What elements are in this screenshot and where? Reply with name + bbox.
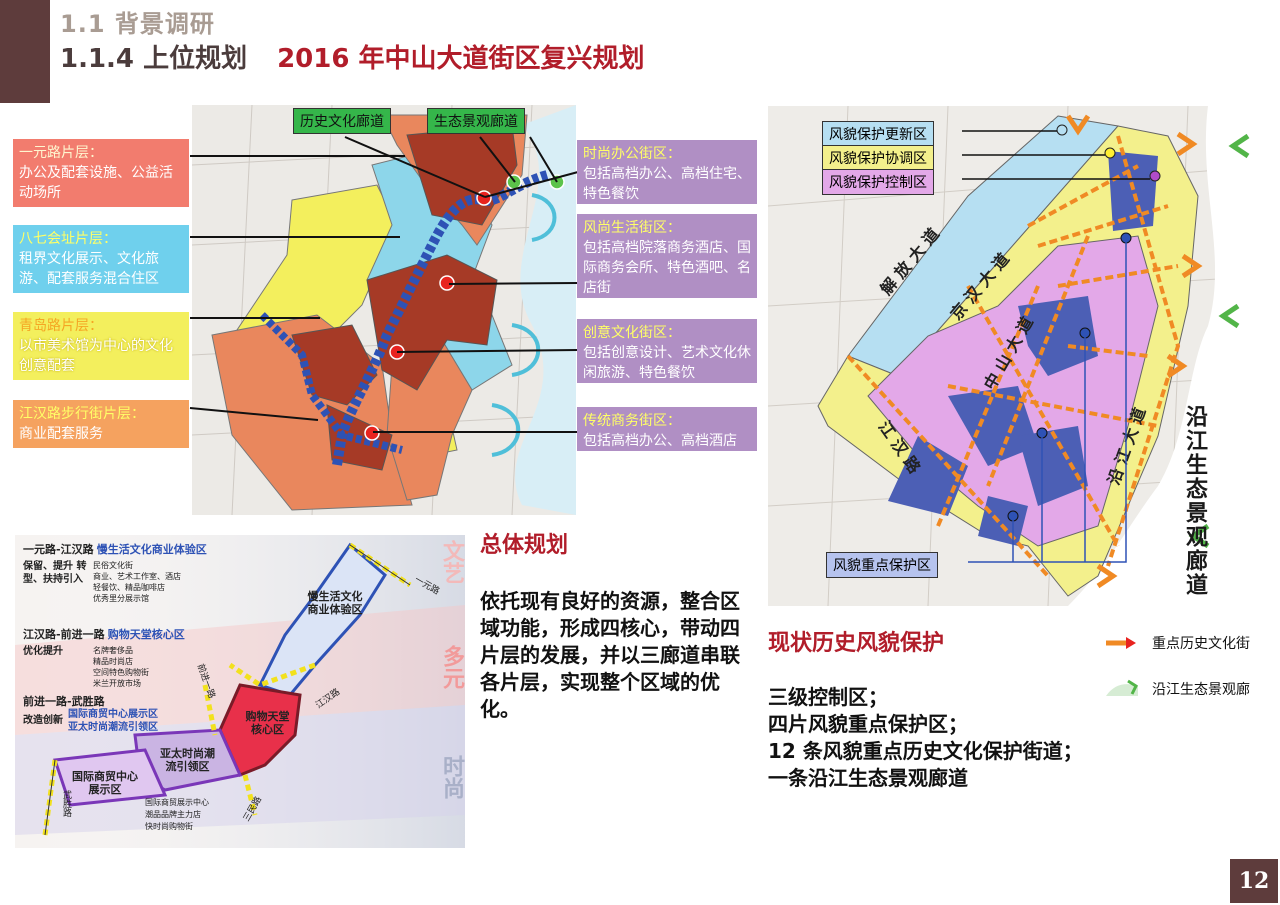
block-actions: 优化提升 xyxy=(23,646,63,657)
overall-heading: 总体规划 xyxy=(480,533,569,558)
header-corner-block xyxy=(0,0,50,103)
block-item: 优秀里分展示馆 xyxy=(93,594,149,603)
district-desc: 包括高档办公、高档住宅、特色餐饮 xyxy=(583,166,751,202)
block-item: 国际商贸展示中心 xyxy=(145,798,209,807)
plan-title: 2016 年中山大道街区复兴规划 xyxy=(277,44,645,74)
block-item: 快时尚购物街 xyxy=(145,822,193,831)
zone-intl-trade: 国际商贸中心展示区 xyxy=(72,770,138,796)
legend-street-label: 重点历史文化街 xyxy=(1152,636,1250,652)
zone-slow-life: 慢生活文化商业体验区 xyxy=(307,590,363,616)
layer-title: 一元路片层： xyxy=(19,145,103,161)
overall-text: 依托现有良好的资源，整合区域功能，形成四核心，带动四片层的发展，并以三廊道串联各… xyxy=(480,589,740,721)
legend-eco: 沿江生态景观廊 xyxy=(1104,678,1250,700)
zone-label-coordinate: 风貌保护协调区 xyxy=(822,145,934,171)
district-title: 传统商务街区： xyxy=(583,413,681,429)
legend-eco-label: 沿江生态景观廊 xyxy=(1152,682,1250,698)
block-item: 轻餐饮、精品咖啡店 xyxy=(93,583,165,592)
green-bracket-icon xyxy=(1106,679,1138,696)
corridor-marker xyxy=(506,174,522,190)
zone-label-control: 风貌保护控制区 xyxy=(822,169,934,195)
orange-arrow-icon xyxy=(1106,637,1136,649)
block-item: 空间特色购物街 xyxy=(93,668,149,677)
block-theme: 慢生活文化商业体验区 xyxy=(96,543,207,556)
info-block-2: 江汉路-前进一路 购物天堂核心区 优化提升 名牌奢侈品 精品时尚店 空间特色购物… xyxy=(23,628,223,689)
block-theme: 购物天堂核心区 xyxy=(107,628,185,641)
side-word-culture: 文艺 xyxy=(439,540,464,584)
district-title: 时尚办公街区： xyxy=(583,146,681,162)
subsection-label: 1.1.4 上位规划 xyxy=(60,44,248,74)
block-item: 名牌奢侈品 xyxy=(93,646,133,655)
right-map-graphic: 解 放 大 道 京 汉 大 道 中 山 大 道 沿 江 大 道 江 汉 路 xyxy=(768,106,1268,606)
layer-title: 青岛路片层： xyxy=(19,318,103,334)
block-theme: 国际商贸中心展示区 亚太时尚潮流引领区 xyxy=(68,709,158,733)
protection-line-2: 四片风貌重点保护区； xyxy=(768,712,968,736)
left-map xyxy=(192,105,576,515)
layer-box-yiyuan: 一元路片层： 办公及配套设施、公益活动场所 xyxy=(13,139,189,207)
layer-title: 江汉路步行街片层： xyxy=(19,406,145,422)
page-number: 12 xyxy=(1230,859,1278,903)
protection-heading: 现状历史风貌保护 xyxy=(768,631,945,656)
info-block-3-items: 国际商贸展示中心 潮品品牌主力店 快时尚购物街 xyxy=(145,797,209,833)
legend-street: 重点历史文化街 xyxy=(1104,633,1250,653)
left-map-graphic xyxy=(192,105,576,515)
district-box-business: 传统商务街区： 包括高档办公、高档酒店 xyxy=(577,407,757,451)
road-label-wusheng: 武胜路 xyxy=(61,790,71,817)
bottom-diagram-graphic xyxy=(15,535,465,848)
layer-title: 八七会址片层： xyxy=(19,231,117,247)
district-title: 创意文化街区： xyxy=(583,325,681,341)
core-marker xyxy=(476,190,492,206)
block-head: 江汉路-前进一路 xyxy=(23,628,105,641)
district-desc: 包括高档办公、高档酒店 xyxy=(583,433,737,449)
protection-line-4: 一条沿江生态景观廊道 xyxy=(768,766,968,790)
layer-desc: 租界文化展示、文化旅游、配套服务混合住区 xyxy=(19,251,159,287)
zone-label-update: 风貌保护更新区 xyxy=(822,121,934,147)
layer-desc: 商业配套服务 xyxy=(19,426,103,442)
side-word-fashion: 时尚 xyxy=(439,755,464,799)
district-title: 风尚生活街区： xyxy=(583,220,681,236)
history-corridor-label: 历史文化廊道 xyxy=(293,108,391,134)
block-head: 一元路-江汉路 xyxy=(23,543,94,556)
core-marker xyxy=(364,425,380,441)
block-item: 潮品品牌主力店 xyxy=(145,810,201,819)
subsection-title: 1.1.4 上位规划 2016 年中山大道街区复兴规划 xyxy=(60,38,645,75)
block-item: 民俗文化街 xyxy=(93,561,133,570)
info-block-3: 前进一路-武胜路 改造创新 国际商贸中心展示区 亚太时尚潮流引领区 xyxy=(23,695,183,734)
side-word-diverse: 多元 xyxy=(439,645,464,689)
section-title: 1.1 背景调研 xyxy=(60,10,215,38)
layer-desc: 以市美术馆为中心的文化创意配套 xyxy=(19,338,173,374)
eco-corridor-label: 生态景观廊道 xyxy=(427,108,525,134)
info-block-1: 一元路-江汉路 慢生活文化商业体验区 保留、提升 转型、扶持引入 民俗文化街 商… xyxy=(23,543,223,604)
district-desc: 包括高档院落商务酒店、国际商务会所、特色酒吧、名店街 xyxy=(583,240,751,296)
district-box-creative: 创意文化街区： 包括创意设计、艺术文化休闲旅游、特色餐饮 xyxy=(577,319,757,383)
protection-line-3: 12 条风貌重点历史文化保护街道； xyxy=(768,739,1083,763)
zone-shopping-core: 购物天堂核心区 xyxy=(245,710,290,736)
key-protection-label: 风貌重点保护区 xyxy=(826,552,938,578)
district-desc: 包括创意设计、艺术文化休闲旅游、特色餐饮 xyxy=(583,345,751,381)
layer-desc: 办公及配套设施、公益活动场所 xyxy=(19,165,173,201)
block-item: 商业、艺术工作室、酒店 xyxy=(93,572,181,581)
district-box-lifestyle: 风尚生活街区： 包括高档院落商务酒店、国际商务会所、特色酒吧、名店街 xyxy=(577,214,757,298)
bottom-diagram: 文艺 多元 时尚 一元路-江汉路 慢生活文化商业体验区 保留、提升 转型、扶持引… xyxy=(15,535,465,848)
district-box-fashion-office: 时尚办公街区： 包括高档办公、高档住宅、特色餐饮 xyxy=(577,140,757,204)
core-marker xyxy=(439,275,455,291)
eco-corridor-vertical-label: 沿江生态景观廊道 xyxy=(1182,405,1207,597)
core-marker xyxy=(389,344,405,360)
block-actions: 保留、提升 转型、扶持引入 xyxy=(23,561,87,585)
corridor-marker xyxy=(549,174,565,190)
protection-line-1: 三级控制区； xyxy=(768,685,888,709)
block-item: 精品时尚店 xyxy=(93,657,133,666)
layer-box-qingdao: 青岛路片层： 以市美术馆为中心的文化创意配套 xyxy=(13,312,189,380)
block-actions: 改造创新 xyxy=(23,715,63,726)
zone-asia-fashion: 亚太时尚潮流引领区 xyxy=(160,747,215,773)
block-head: 前进一路-武胜路 xyxy=(23,695,105,708)
layer-box-jianghan: 江汉路步行街片层： 商业配套服务 xyxy=(13,400,189,448)
layer-box-baqi: 八七会址片层： 租界文化展示、文化旅游、配套服务混合住区 xyxy=(13,225,189,293)
block-item: 米兰开放市场 xyxy=(93,679,141,688)
